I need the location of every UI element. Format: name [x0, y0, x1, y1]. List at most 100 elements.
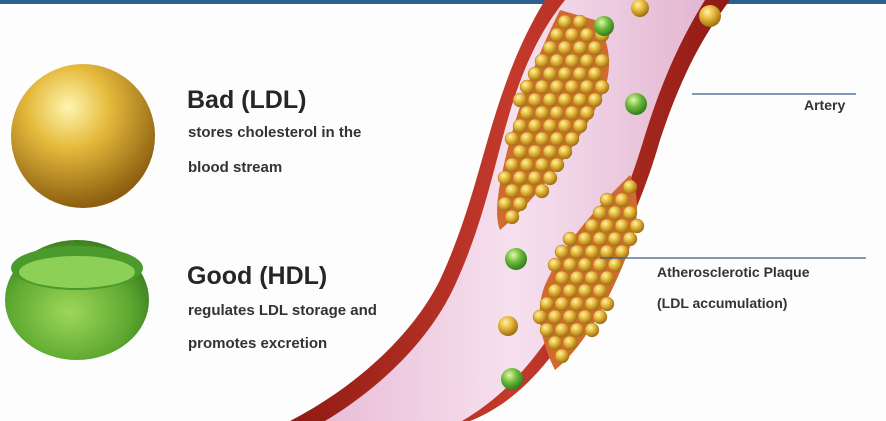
ldl-particle	[593, 284, 607, 298]
hdl-title: Good (HDL)	[187, 262, 327, 291]
ldl-particle	[623, 206, 637, 220]
ldl-particle	[563, 336, 577, 350]
ldl-particle	[513, 145, 527, 159]
ldl-particle	[570, 271, 584, 285]
ldl-particle	[600, 297, 614, 311]
ldl-particle	[498, 171, 512, 185]
ldl-particle	[585, 323, 599, 337]
ldl-particle	[580, 28, 594, 42]
ldl-particle	[528, 145, 542, 159]
ldl-particle	[555, 349, 569, 363]
ldl-particle	[608, 232, 622, 246]
ldl-particle	[550, 158, 564, 172]
ldl-particle	[573, 93, 587, 107]
ldl-particle	[573, 15, 587, 29]
ldl-particle	[520, 158, 534, 172]
ldl-particle	[513, 119, 527, 133]
ldl-particle	[593, 258, 607, 272]
hdl-sphere-icon	[5, 240, 149, 360]
ldl-particle	[563, 284, 577, 298]
ldl-particle	[555, 297, 569, 311]
ldl-particle	[520, 132, 534, 146]
plaque-label-line2: (LDL accumulation)	[657, 290, 787, 316]
ldl-particle	[535, 184, 549, 198]
ldl-particle	[588, 67, 602, 81]
ldl-particle	[520, 184, 534, 198]
ldl-particle	[550, 28, 564, 42]
ldl-particle	[630, 219, 644, 233]
ldl-particle	[535, 132, 549, 146]
ldl-particle	[623, 180, 637, 194]
ldl-particle	[528, 67, 542, 81]
ldl-particle	[505, 158, 519, 172]
ldl-particle	[578, 258, 592, 272]
ldl-particle	[558, 145, 572, 159]
ldl-particle	[550, 54, 564, 68]
ldl-particle	[623, 232, 637, 246]
ldl-particle	[565, 132, 579, 146]
ldl-particle	[608, 258, 622, 272]
ldl-particle	[535, 158, 549, 172]
ldl-particle	[520, 80, 534, 94]
ldl-particle	[505, 184, 519, 198]
ldl-particle	[555, 323, 569, 337]
ldl-particle	[550, 132, 564, 146]
ldl-particle	[543, 41, 557, 55]
ldl-particle	[533, 310, 547, 324]
ldl-particle	[600, 219, 614, 233]
ldl-particle	[573, 119, 587, 133]
ldl-particle	[558, 67, 572, 81]
ldl-particle	[600, 271, 614, 285]
ldl-particle	[580, 106, 594, 120]
ldl-particle	[543, 171, 557, 185]
ldl-particle	[585, 219, 599, 233]
ldl-particle	[615, 219, 629, 233]
ldl-particle	[548, 258, 562, 272]
ldl-particle	[513, 171, 527, 185]
ldl-particle	[595, 80, 609, 94]
ldl-particle	[543, 145, 557, 159]
ldl-particle	[498, 197, 512, 211]
ldl-particle	[558, 119, 572, 133]
ldl-particle	[543, 93, 557, 107]
hdl-particle	[505, 248, 527, 270]
ldl-particle	[535, 80, 549, 94]
ldl-particle	[528, 93, 542, 107]
ldl-particle	[593, 310, 607, 324]
ldl-particle	[570, 245, 584, 259]
ldl-particle	[528, 171, 542, 185]
ldl-particle	[588, 41, 602, 55]
ldl-particle	[565, 106, 579, 120]
ldl-particle	[585, 271, 599, 285]
ldl-particle	[578, 310, 592, 324]
ldl-particle	[548, 336, 562, 350]
ldl-title: Bad (LDL)	[187, 86, 306, 115]
ldl-particle	[513, 197, 527, 211]
ldl-particle	[588, 93, 602, 107]
hdl-description-line2: promotes excretion	[188, 331, 327, 357]
ldl-particle	[535, 54, 549, 68]
ldl-particle	[573, 67, 587, 81]
ldl-particle	[565, 28, 579, 42]
ldl-particle	[563, 310, 577, 324]
ldl-particle	[548, 284, 562, 298]
top-border	[0, 0, 886, 4]
ldl-particle	[505, 132, 519, 146]
ldl-particle	[580, 80, 594, 94]
ldl-particle	[540, 297, 554, 311]
plaque-label-line1: Atherosclerotic Plaque	[657, 259, 810, 285]
ldl-particle	[558, 41, 572, 55]
ldl-particle	[505, 210, 519, 224]
ldl-particle	[550, 80, 564, 94]
ldl-particle	[573, 41, 587, 55]
ldl-particle	[528, 119, 542, 133]
hdl-description-line1: regulates LDL storage and	[188, 298, 377, 324]
ldl-particle	[580, 54, 594, 68]
ldl-particle	[608, 206, 622, 220]
ldl-particle	[543, 67, 557, 81]
ldl-sphere-icon	[11, 64, 155, 208]
ldl-particle	[615, 193, 629, 207]
ldl-particle	[535, 106, 549, 120]
ldl-particle	[593, 232, 607, 246]
